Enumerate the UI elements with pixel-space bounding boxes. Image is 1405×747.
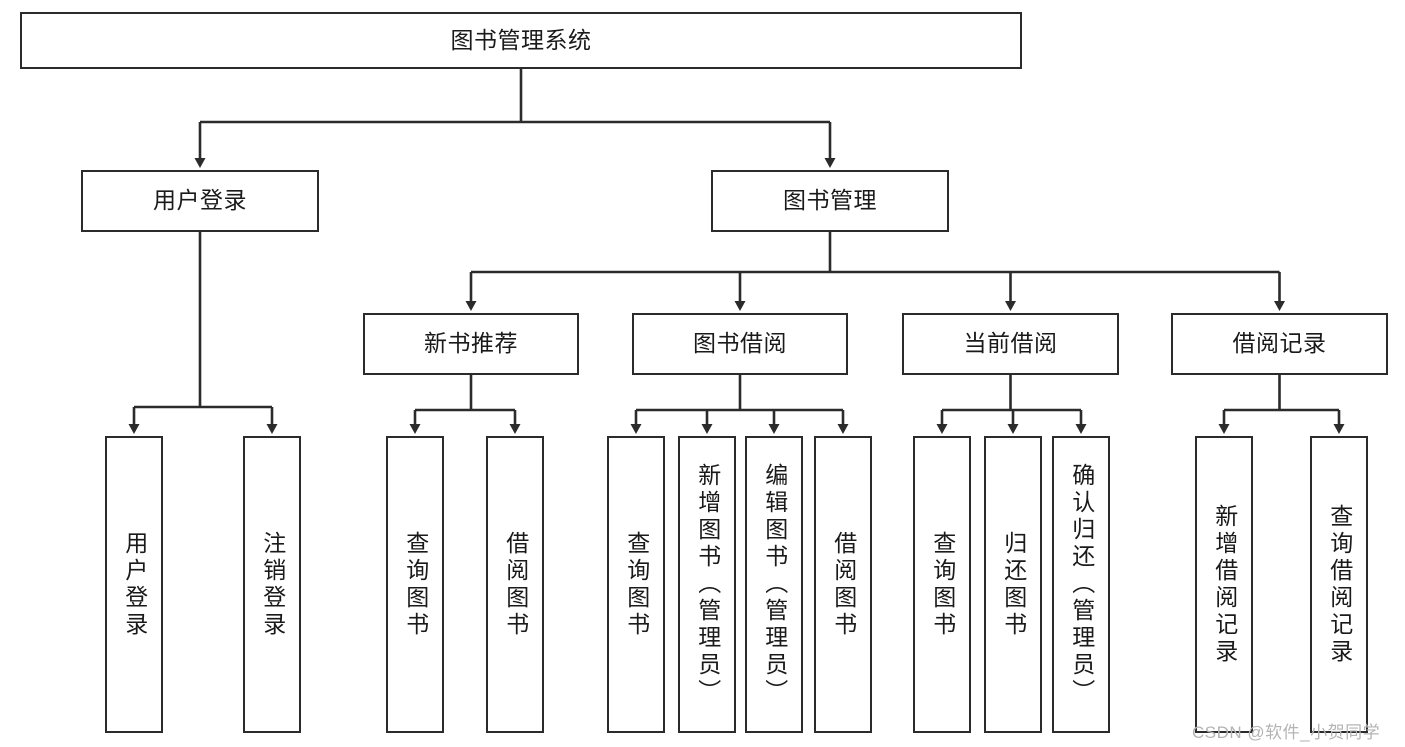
node-leaf-query-record[interactable]: 查询借阅记录	[1310, 436, 1368, 733]
node-new-book-recommend[interactable]: 新书推荐	[363, 313, 579, 375]
node-label: 确认归还（管理员）	[1068, 463, 1095, 706]
node-leaf-query-book-1[interactable]: 查询图书	[386, 436, 444, 733]
node-label: 查询图书	[623, 530, 650, 639]
node-label: 新增借阅记录	[1211, 503, 1238, 666]
node-book-manage[interactable]: 图书管理	[711, 170, 949, 232]
node-label: 用户登录	[121, 530, 148, 639]
node-label: 借阅记录	[1232, 330, 1327, 357]
node-leaf-logout[interactable]: 注销登录	[243, 436, 301, 733]
node-leaf-query-book-2[interactable]: 查询图书	[607, 436, 665, 733]
node-label: 注销登录	[259, 530, 286, 639]
node-leaf-add-record[interactable]: 新增借阅记录	[1195, 436, 1253, 733]
node-label: 图书管理	[783, 187, 877, 214]
node-label: 当前借阅	[963, 330, 1058, 357]
node-leaf-add-book[interactable]: 新增图书（管理员）	[678, 436, 736, 733]
node-leaf-return-book[interactable]: 归还图书	[984, 436, 1042, 733]
node-leaf-borrow-book-1[interactable]: 借阅图书	[486, 436, 544, 733]
node-leaf-borrow-book-2[interactable]: 借阅图书	[814, 436, 872, 733]
node-leaf-confirm-return[interactable]: 确认归还（管理员）	[1052, 436, 1110, 733]
node-leaf-user-login[interactable]: 用户登录	[105, 436, 163, 733]
node-label: 新增图书（管理员）	[694, 463, 721, 706]
node-root[interactable]: 图书管理系统	[20, 12, 1022, 69]
node-label: 编辑图书（管理员）	[761, 463, 788, 706]
node-label: 图书管理系统	[450, 26, 592, 53]
node-borrow-record[interactable]: 借阅记录	[1171, 313, 1388, 375]
node-leaf-edit-book[interactable]: 编辑图书（管理员）	[745, 436, 803, 733]
node-leaf-query-book-3[interactable]: 查询图书	[913, 436, 971, 733]
node-user-login[interactable]: 用户登录	[81, 170, 319, 232]
node-label: 图书借阅	[693, 330, 787, 357]
node-label: 查询借阅记录	[1326, 503, 1353, 666]
csdn-watermark: CSDN @软件_小贺同学	[1192, 723, 1381, 742]
node-label: 用户登录	[153, 187, 247, 214]
node-label: 查询图书	[929, 530, 956, 639]
node-label: 新书推荐	[424, 330, 518, 357]
node-label: 归还图书	[1000, 530, 1027, 639]
node-book-borrow[interactable]: 图书借阅	[632, 313, 848, 375]
node-current-borrow[interactable]: 当前借阅	[902, 313, 1119, 375]
node-label: 借阅图书	[830, 530, 857, 639]
node-label: 借阅图书	[502, 530, 529, 639]
node-label: 查询图书	[402, 530, 429, 639]
